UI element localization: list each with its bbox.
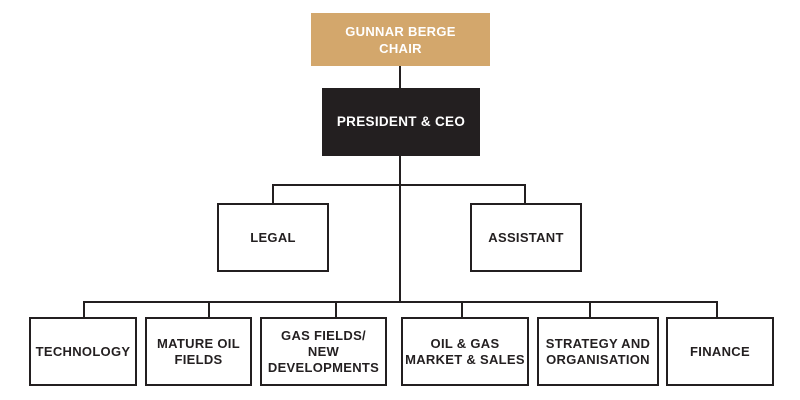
connector-drop-technology — [83, 301, 85, 317]
connector-chair-ceo — [399, 66, 401, 88]
node-finance: FINANCE — [666, 317, 774, 386]
node-gas-fields-new-developments: GAS FIELDS/ NEW DEVELOPMENTS — [260, 317, 387, 386]
connector-drop-gas-fields — [335, 301, 337, 317]
connector-drop-strategy — [589, 301, 591, 317]
connector-level3-rail — [83, 301, 718, 303]
node-oil-gas-market-sales: OIL & GAS MARKET & SALES — [401, 317, 529, 386]
connector-drop-assistant — [524, 184, 526, 203]
connector-drop-oil-gas — [461, 301, 463, 317]
connector-drop-legal — [272, 184, 274, 203]
connector-level2-rail — [272, 184, 526, 186]
node-chair: GUNNAR BERGE CHAIR — [311, 13, 490, 66]
node-strategy-organisation: STRATEGY AND ORGANISATION — [537, 317, 659, 386]
node-technology: TECHNOLOGY — [29, 317, 137, 386]
connector-drop-mature-oil — [208, 301, 210, 317]
node-president-ceo: PRESIDENT & CEO — [322, 88, 480, 156]
connector-ceo-trunk — [399, 156, 401, 303]
node-assistant: ASSISTANT — [470, 203, 582, 272]
node-legal: LEGAL — [217, 203, 329, 272]
connector-drop-finance — [716, 301, 718, 317]
node-mature-oil-fields: MATURE OIL FIELDS — [145, 317, 252, 386]
